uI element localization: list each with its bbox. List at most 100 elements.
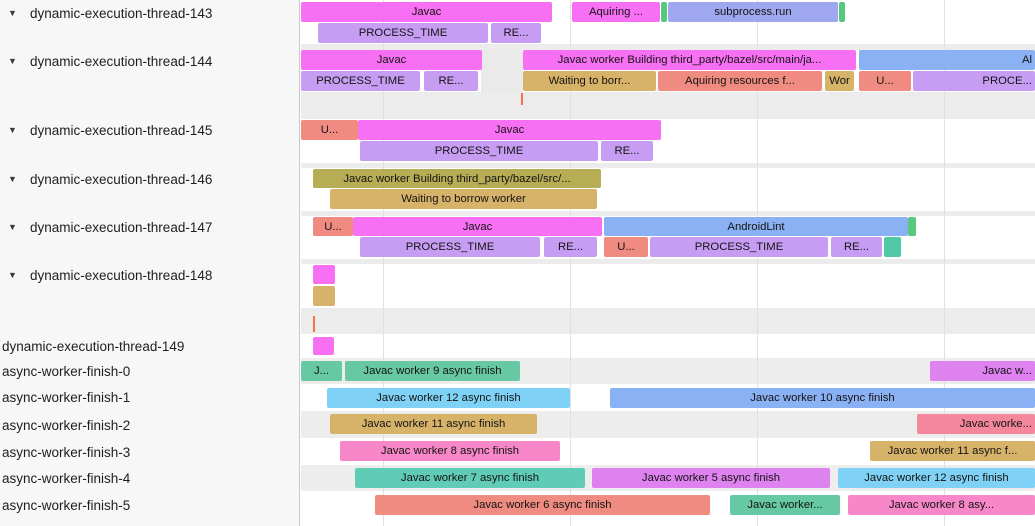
track-row-background	[301, 163, 1035, 168]
gridline	[944, 0, 945, 526]
timeline-slice[interactable]: PROCESS_TIME	[360, 237, 540, 257]
slice-label: AndroidLint	[727, 220, 785, 233]
timeline-slice[interactable]: RE...	[601, 141, 653, 161]
timeline-slice[interactable]: Javac worker...	[730, 495, 840, 515]
timeline-slice[interactable]: Javac w...	[930, 361, 1035, 381]
timeline-slice[interactable]	[908, 217, 916, 236]
expander-icon[interactable]: ▼	[8, 56, 17, 66]
slice-label: Javac worker 6 async finish	[473, 499, 612, 511]
timeline-slice[interactable]: U...	[301, 120, 358, 140]
timeline-slice[interactable]: Javac worker 5 async finish	[592, 468, 830, 488]
slice-label: Javac worker 11 async finish	[361, 418, 506, 430]
timeline-slice[interactable]: RE...	[544, 237, 597, 257]
timeline-slice[interactable]: Javac worker 8 asy...	[848, 495, 1035, 515]
timeline-slice[interactable]: U...	[313, 217, 353, 236]
timeline-slice[interactable]: RE...	[831, 237, 882, 257]
timeline-slice[interactable]: Al	[859, 50, 1035, 70]
timeline-slice[interactable]	[313, 286, 335, 306]
gridline	[570, 0, 571, 526]
track-name: async-worker-finish-1	[2, 389, 131, 405]
slice-label: U...	[324, 220, 342, 233]
timeline-slice[interactable]: U...	[604, 237, 648, 257]
timeline-slice[interactable]: Javac	[301, 50, 482, 70]
timeline-slice[interactable]: PROCESS_TIME	[360, 141, 598, 161]
timeline-slice[interactable]: Javac worker 9 async finish	[345, 361, 520, 381]
timeline-slice[interactable]	[661, 2, 667, 22]
timeline-slice[interactable]: Javac worker Building third_party/bazel/…	[313, 169, 601, 188]
track-label[interactable]: ▼dynamic-execution-thread-147	[8, 216, 212, 238]
timeline-slice[interactable]	[839, 2, 845, 22]
instant-event-tick[interactable]	[521, 93, 523, 105]
track-label[interactable]: ▼dynamic-execution-thread-143	[8, 2, 212, 24]
timeline-slice[interactable]: Javac worker 6 async finish	[375, 495, 710, 515]
instant-event-tick[interactable]	[313, 316, 315, 332]
timeline-slice[interactable]: Waiting to borr...	[523, 71, 656, 91]
timeline-slice[interactable]: PROCESS_TIME	[301, 71, 420, 91]
timeline-slice[interactable]: Javac worker 11 async f...	[870, 441, 1035, 461]
timeline-slice[interactable]: PROCESS_TIME	[318, 23, 488, 43]
expander-icon[interactable]: ▼	[8, 222, 17, 232]
timeline-slice[interactable]: Javac worker Building third_party/bazel/…	[523, 50, 856, 70]
track-label[interactable]: dynamic-execution-thread-149	[2, 335, 184, 357]
slice-label: RE...	[438, 75, 464, 87]
slice-label: Javac worker...	[747, 499, 823, 511]
timeline-slice[interactable]	[313, 265, 335, 284]
slice-label: RE...	[843, 241, 870, 253]
slice-label: Waiting to borrow worker	[401, 193, 526, 205]
slice-label: Javac worker 10 async finish	[750, 392, 895, 404]
expander-icon[interactable]: ▼	[8, 174, 17, 184]
timeline-slice[interactable]: Wor	[825, 71, 854, 91]
track-name: async-worker-finish-0	[2, 363, 131, 379]
timeline-slice[interactable]	[884, 237, 901, 257]
track-row-background	[301, 264, 1035, 308]
track-label[interactable]: async-worker-finish-5	[2, 494, 130, 516]
timeline-slice[interactable]: RE...	[491, 23, 541, 43]
timeline-slice[interactable]: subprocess.run	[668, 2, 838, 22]
timeline-slice[interactable]: Javac worker 12 async finish	[838, 468, 1035, 488]
timeline-slice[interactable]: Aquiring ...	[572, 2, 660, 22]
timeline-slice[interactable]: PROCE...	[913, 71, 1035, 91]
expander-icon[interactable]: ▼	[8, 125, 17, 135]
track-label[interactable]: ▼dynamic-execution-thread-144	[8, 50, 212, 72]
track-label[interactable]: async-worker-finish-0	[2, 360, 130, 382]
track-name: async-worker-finish-3	[2, 444, 131, 460]
track-name: dynamic-execution-thread-145	[30, 122, 213, 138]
timeline-slice[interactable]: Aquiring resources f...	[658, 71, 822, 91]
expander-icon[interactable]: ▼	[8, 8, 17, 18]
track-label[interactable]: async-worker-finish-1	[2, 386, 130, 408]
timeline-slice[interactable]: Javac worker 7 async finish	[355, 468, 585, 488]
track-label[interactable]: async-worker-finish-2	[2, 414, 130, 436]
timeline-slice[interactable]: RE...	[424, 71, 478, 91]
track-row-background	[301, 259, 1035, 264]
track-label[interactable]: ▼dynamic-execution-thread-148	[8, 264, 212, 286]
slice-label: U...	[617, 241, 635, 253]
track-label[interactable]: ▼ dynamic-execution-thread-145	[8, 119, 212, 141]
timeline-slice[interactable]: AndroidLint	[604, 217, 908, 236]
timeline-slice[interactable]: Javac worke...	[917, 414, 1035, 434]
track-label[interactable]: async-worker-finish-4	[2, 467, 130, 489]
slice-label: PROCESS_TIME	[358, 27, 448, 39]
slice-label: PROCESS_TIME	[405, 241, 495, 253]
timeline-slice[interactable]	[313, 337, 334, 355]
timeline-slice[interactable]: J...	[301, 361, 342, 381]
slice-label: Javac worker 7 async finish	[400, 472, 540, 484]
timeline-slice[interactable]: Javac	[353, 217, 602, 236]
timeline-slice[interactable]: Javac worker 10 async finish	[610, 388, 1035, 408]
track-label[interactable]: ▼dynamic-execution-thread-146	[8, 168, 212, 190]
timeline-slice[interactable]: Javac worker 8 async finish	[340, 441, 560, 461]
expander-icon[interactable]: ▼	[8, 270, 17, 280]
timeline-slice[interactable]: PROCESS_TIME	[650, 237, 828, 257]
slice-label: Javac worke...	[959, 418, 1032, 430]
track-label[interactable]: async-worker-finish-3	[2, 441, 130, 463]
timeline-slice[interactable]: Javac worker 12 async finish	[327, 388, 570, 408]
timeline-slice[interactable]: Javac	[358, 120, 661, 140]
timeline-slice[interactable]: Javac	[301, 2, 552, 22]
track-name: async-worker-finish-2	[2, 417, 131, 433]
timeline-slice[interactable]: Javac worker 11 async finish	[330, 414, 537, 434]
timeline-slice[interactable]: Waiting to borrow worker	[330, 189, 597, 209]
slice-label: PROCESS_TIME	[316, 75, 405, 87]
timeline-slice[interactable]: U...	[859, 71, 911, 91]
slice-label: J...	[313, 365, 330, 377]
